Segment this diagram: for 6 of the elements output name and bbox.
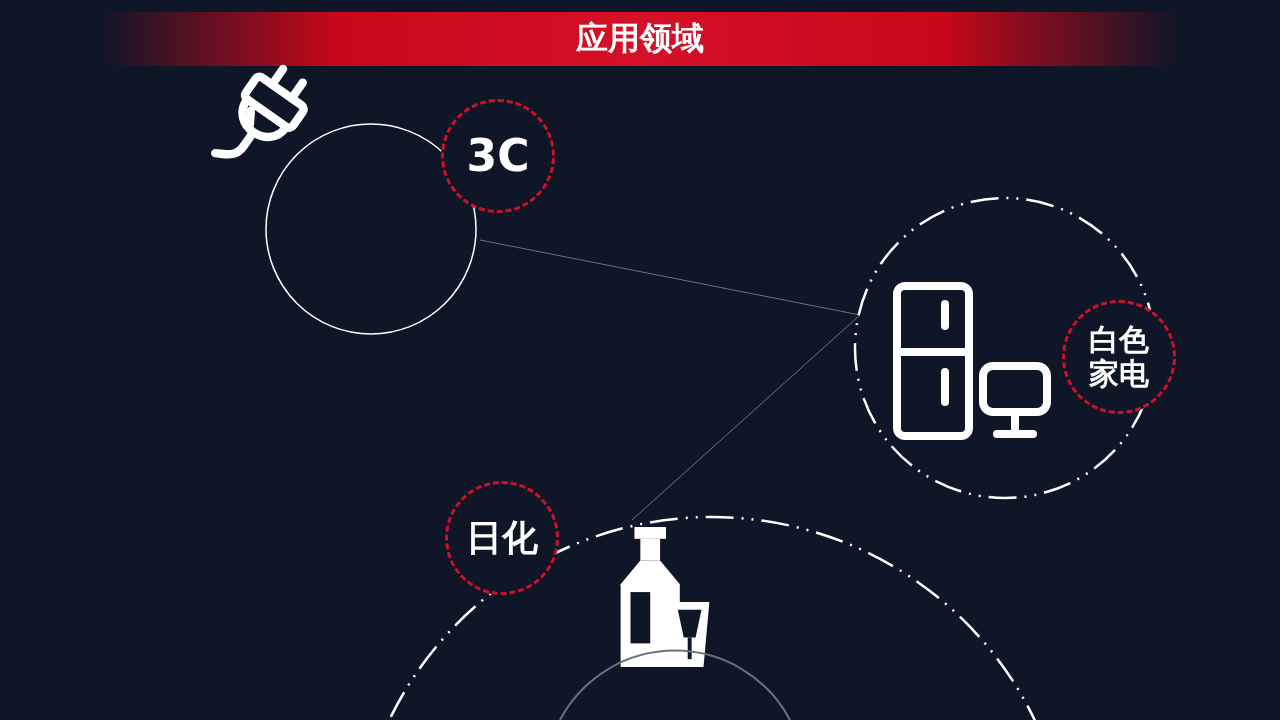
label-circle: 日化 [445, 481, 559, 595]
connector-line [479, 239, 861, 316]
connector-line [631, 314, 861, 521]
label-circle: 3C [441, 99, 555, 213]
label-circle: 白色家电 [1062, 300, 1176, 414]
title: 应用领域 [576, 18, 704, 59]
